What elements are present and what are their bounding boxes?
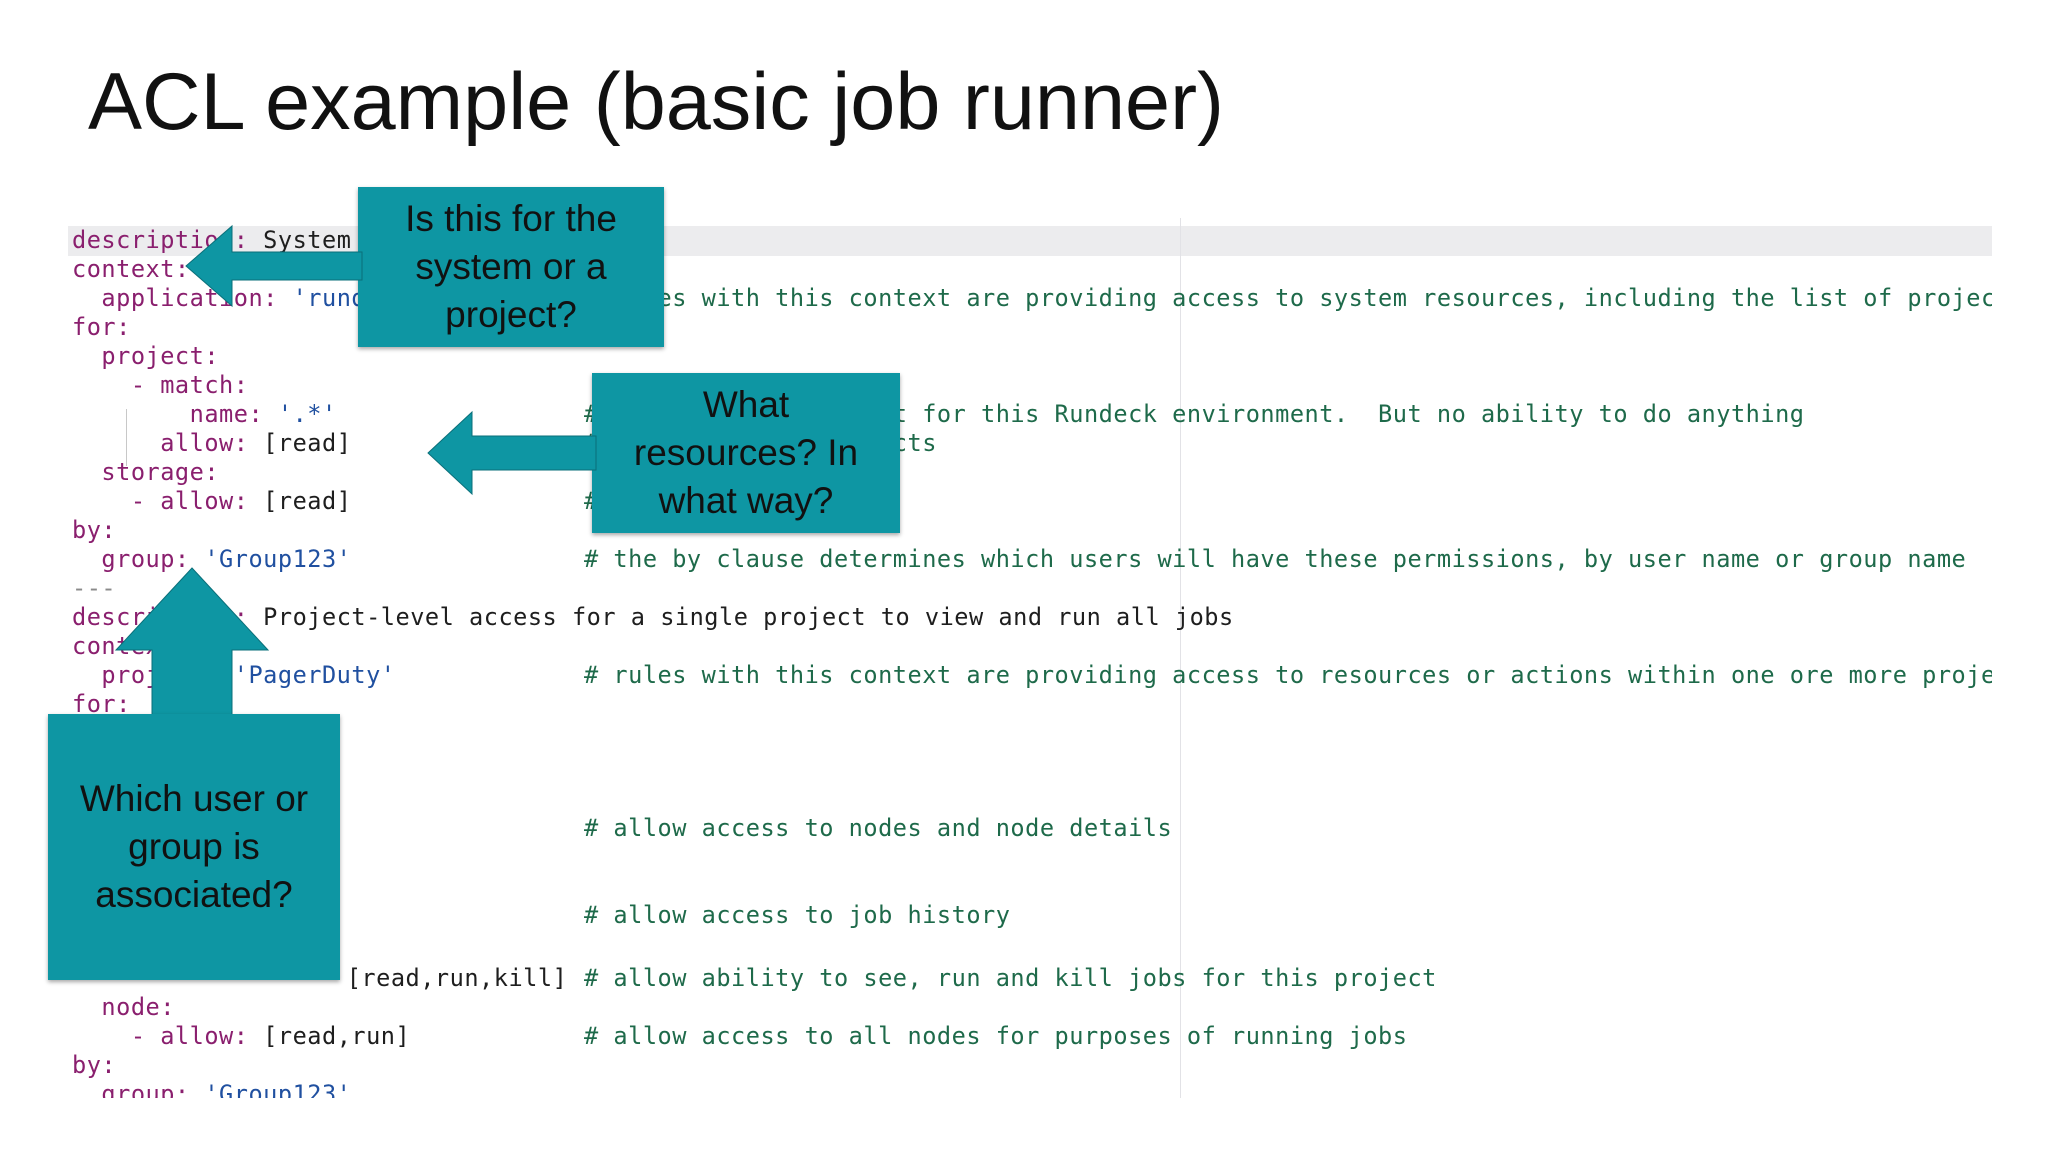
code-line: node: [72,993,175,1021]
code-line: - allow: [read,run] [72,1022,410,1050]
code-key: storage: [72,458,220,486]
code-comment: # rules with this context are providing … [584,284,1992,312]
code-line: by: [72,1051,116,1079]
code-line: allow: [read] [72,429,351,457]
code-line: storage: [72,458,219,486]
code-line: name: '.*' [72,400,337,428]
code-value: '.*' [263,400,337,428]
code-line: --- [72,574,116,602]
code-key: node: [72,993,175,1021]
code-line: project: [72,342,219,370]
code-line: group: 'Group123' [72,545,351,573]
arrow-up-icon [114,567,270,719]
code-value: Project-level access for a single projec… [248,603,1234,631]
indent-guide [126,409,127,466]
code-value: 'Group123' [189,1080,352,1098]
code-key: by: [72,1051,117,1079]
code-line: context: [72,255,190,283]
code-key: by: [72,516,117,544]
callout-user-group-text: Which user or group is associated? [79,778,309,915]
code-key: allow: [72,429,249,457]
code-comment: # allow access to job history [584,901,1011,929]
arrow-left-icon [427,410,597,496]
callout-resources: What resources? In what way? [592,373,900,533]
code-line: by: [72,516,116,544]
code-key: for: [72,313,131,341]
code-comment: # allow access to all nodes for purposes… [584,1022,1408,1050]
code-key: context: [72,255,190,283]
callout-resources-text: What resources? In what way? [633,384,859,521]
code-line: - match: [72,371,248,399]
code-key: - match: [72,371,249,399]
code-key: group: [72,1080,190,1098]
code-comment: # allow ability to see, run and kill job… [584,964,1437,992]
editor-column-guide [1180,218,1181,1098]
code-line: for: [72,313,131,341]
code-value: [read] [248,487,352,515]
code-value: [read,run] [248,1022,411,1050]
arrow-left-icon [185,224,363,308]
callout-system-or-project-text: Is this for the system or a project? [405,198,617,335]
callout-user-group: Which user or group is associated? [48,714,340,980]
code-key: project: [72,342,220,370]
code-value: [read,run,kill] [332,964,568,992]
code-listing: description: System and keyscontext: app… [68,218,1992,1098]
code-key: - allow: [72,487,249,515]
code-key: name: [72,400,264,428]
code-value: 'PagerDuty' [219,661,396,689]
code-key: for: [72,690,131,718]
code-line: [read,run,kill] [332,964,567,992]
code-value: [read] [248,429,352,457]
code-key: application: [72,284,278,312]
code-value: 'Group123' [189,545,352,573]
code-line: group: 'Group123' [72,1080,351,1098]
code-key: --- [72,574,117,602]
slide-title: ACL example (basic job runner) [88,57,1225,147]
code-key: group: [72,545,190,573]
callout-system-or-project: Is this for the system or a project? [358,187,664,347]
code-comment: # the by clause determines which users w… [584,545,1967,573]
code-comment: # allow access to nodes and node details [584,814,1173,842]
code-comment: # rules with this context are providing … [584,661,1992,689]
code-key: - allow: [72,1022,249,1050]
code-line: for: [72,690,131,718]
code-line: - allow: [read] [72,487,351,515]
